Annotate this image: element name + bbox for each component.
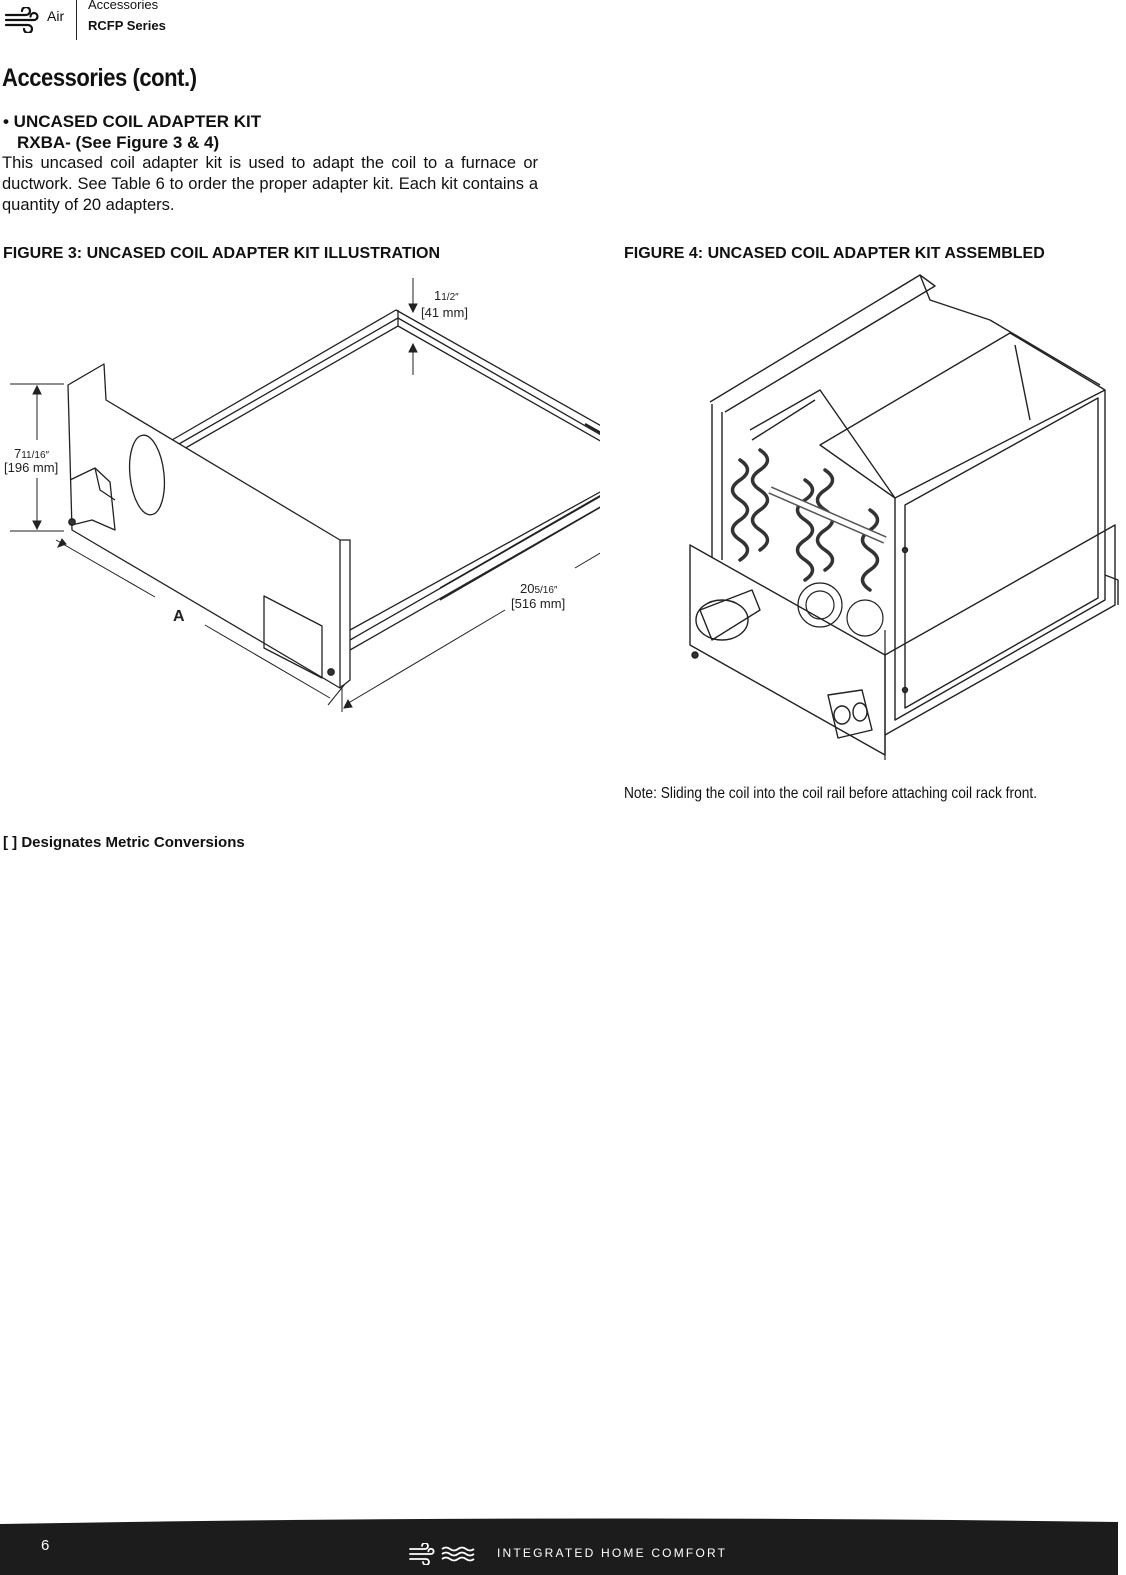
header-brand-label: Air	[47, 8, 65, 24]
figure-4-note: Note: Sliding the coil into the coil rai…	[624, 785, 1038, 802]
dim-top-metric: [41 mm]	[421, 305, 468, 320]
figure-3-illustration: 11/2″ [41 mm] 711/16″ [196 mm] 205/16″ […	[4, 278, 600, 712]
dim-left-whole: 7	[14, 446, 21, 461]
page-number: 6	[41, 1537, 50, 1554]
svg-text:711/16″: 711/16″	[14, 446, 50, 461]
dim-right-whole: 20	[520, 581, 534, 596]
page-title: Accessories (cont.)	[2, 64, 197, 92]
header-series: RCFP Series	[88, 18, 166, 33]
air-wind-icon	[4, 7, 39, 33]
dim-left-metric: [196 mm]	[4, 460, 58, 475]
dim-left-fraction: 11/16″	[21, 450, 49, 461]
figure-3-caption: FIGURE 3: UNCASED COIL ADAPTER KIT ILLUS…	[3, 245, 441, 262]
dim-top-whole: 1	[434, 288, 441, 303]
section-title: • UNCASED COIL ADAPTER KIT	[3, 112, 262, 131]
footer-band	[0, 1518, 1118, 1575]
header-divider	[76, 0, 77, 40]
header-category: Accessories	[88, 0, 159, 12]
figure-4-caption: FIGURE 4: UNCASED COIL ADAPTER KIT ASSEM…	[624, 245, 1045, 262]
dim-top-fraction: 1/2″	[441, 292, 459, 303]
svg-text:11/2″: 11/2″	[434, 288, 459, 303]
air-water-icon	[409, 1543, 475, 1565]
dim-right-fraction: 5/16″	[534, 585, 557, 596]
section-subtitle: RXBA- (See Figure 3 & 4)	[17, 133, 220, 152]
figure-4-illustration	[689, 274, 1119, 760]
dim-a-label: A	[173, 608, 185, 625]
metric-conversion-note: [ ] Designates Metric Conversions	[3, 834, 245, 851]
footer-tagline: INTEGRATED HOME COMFORT	[497, 1546, 728, 1560]
section-body: This uncased coil adapter kit is used to…	[2, 154, 538, 214]
svg-text:205/16″: 205/16″	[520, 581, 558, 596]
dim-right-metric: [516 mm]	[511, 596, 565, 611]
